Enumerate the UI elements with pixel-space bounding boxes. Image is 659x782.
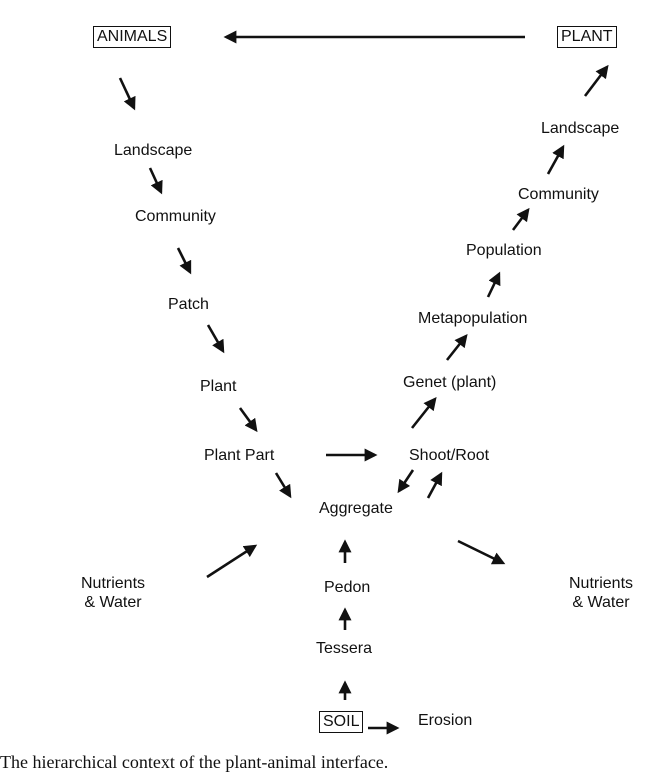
arrow-shootroot-to-aggregate [397, 469, 415, 494]
right-genet: Genet (plant) [403, 374, 497, 391]
nutrients-left-line1: Nutrients [81, 575, 146, 592]
left-community: Community [135, 208, 216, 225]
animals-box: ANIMALS [93, 26, 172, 48]
right-shoot-root: Shoot/Root [409, 447, 490, 464]
right-landscape: Landscape [541, 120, 620, 137]
left-plant: Plant [200, 378, 237, 395]
plant-box: PLANT [557, 26, 617, 48]
nutrients-water-right: Nutrients & Water [569, 574, 633, 612]
left-patch: Patch [168, 296, 209, 313]
arrow-plant-to-plantpart [238, 407, 258, 433]
arrow-patch-to-plant [206, 324, 225, 354]
arrow-aggregate-to-nutrients [457, 539, 506, 565]
nutrients-right-line1: Nutrients [569, 575, 634, 592]
arrow-genet-to-metapopulation [445, 333, 468, 361]
nutrients-left-line2: & Water [84, 594, 142, 611]
erosion: Erosion [418, 712, 473, 729]
left-plant-part: Plant Part [204, 447, 275, 464]
arrow-landscape-to-community [148, 167, 163, 195]
arrow-community-to-landscape [546, 144, 565, 175]
right-community: Community [518, 186, 599, 203]
right-population: Population [466, 242, 542, 259]
pedon: Pedon [324, 579, 371, 596]
aggregate: Aggregate [319, 500, 393, 517]
soil-box: SOIL [319, 711, 364, 733]
arrow-animals-to-landscape [118, 77, 136, 111]
arrow-landscape-to-plant [583, 64, 609, 97]
arrow-aggregate-to-shootroot [426, 471, 443, 499]
arrow-plantpart-to-aggregate [274, 472, 292, 499]
nutrients-right-line2: & Water [572, 594, 630, 611]
right-metapopulation: Metapopulation [418, 310, 528, 327]
tessera: Tessera [316, 640, 373, 657]
arrow-community-to-patch [176, 247, 192, 275]
figure-caption: The hierarchical context of the plant-an… [0, 752, 389, 772]
arrow-nutrients-to-aggregate [206, 544, 258, 579]
left-landscape: Landscape [114, 142, 193, 159]
arrow-shootroot-to-genet [410, 396, 437, 429]
arrow-metapopulation-to-population [486, 271, 501, 298]
arrow-population-to-community [511, 207, 530, 231]
nutrients-water-left: Nutrients & Water [81, 574, 145, 612]
